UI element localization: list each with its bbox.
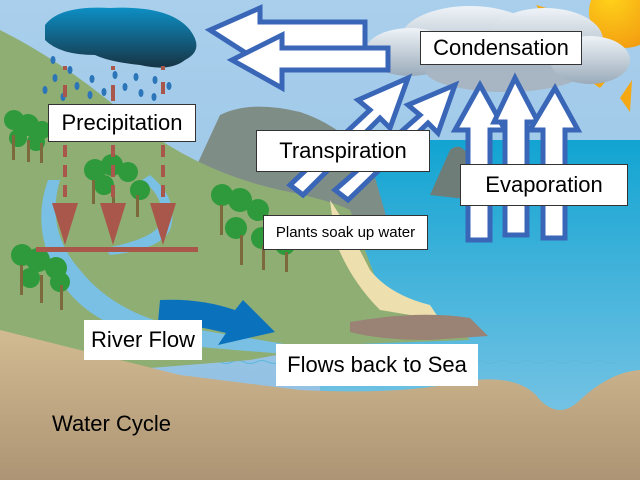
precipitation-label: Precipitation [48, 104, 196, 142]
river-flow-label: River Flow [84, 320, 202, 360]
river-flow-arrow-icon [158, 299, 275, 345]
up-arrow-icon [525, 82, 583, 241]
precipitation-arrows [36, 66, 198, 252]
tree-cluster-middle [84, 154, 150, 217]
river [41, 180, 300, 355]
rain-cloud-icon [45, 7, 197, 68]
down-arrow-icon [150, 203, 176, 245]
down-arrow-icon [52, 203, 78, 245]
down-arrow-icon [100, 203, 126, 245]
plants-soak-label: Plants soak up water [263, 215, 428, 250]
left-arrow-icon [226, 30, 391, 93]
ground-line [36, 247, 198, 252]
evaporation-label: Evaporation [460, 164, 628, 206]
beach-sand [330, 200, 440, 320]
raindrops [42, 56, 172, 101]
diagram-title: Water Cycle [52, 411, 171, 436]
tree-cluster-left [11, 244, 70, 310]
rocky-shore [350, 314, 488, 340]
transpiration-label: Transpiration [256, 130, 430, 172]
condensation-left-arrows [204, 4, 391, 93]
trees [4, 110, 295, 310]
sandy-ground [0, 330, 640, 480]
condensation-label: Condensation [420, 31, 582, 65]
tree-cluster-top-left [4, 110, 51, 163]
river-branch [105, 175, 173, 255]
evaporation-arrows [450, 72, 583, 243]
flows-back-to-sea-label: Flows back to Sea [276, 344, 478, 386]
